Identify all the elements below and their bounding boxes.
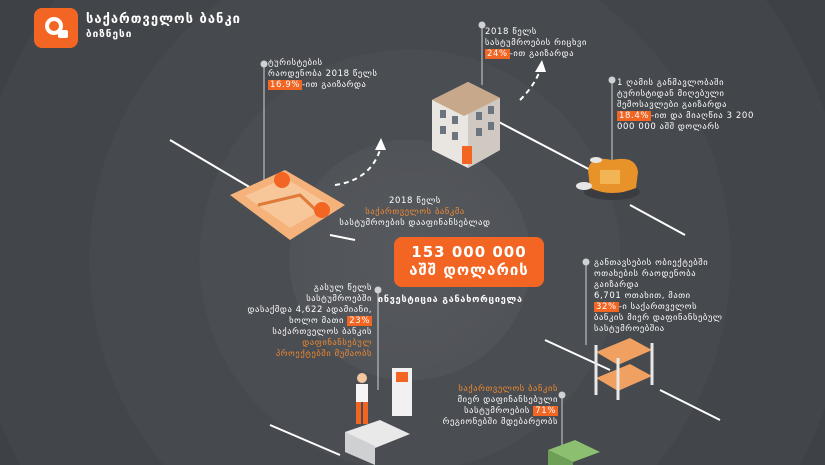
investment-amount: 153 000 000 (411, 243, 527, 261)
hotel-growth-callout: 2018 წელს სასტუმროების რიცხვი 24%-ით გაი… (485, 27, 587, 59)
investment-currency: აშშ დოლარის (409, 261, 529, 279)
tourism-callout: ტურისტების რაოდენობა 2018 წელს 16.9%-ით … (268, 58, 378, 90)
bunk-bed-icon (594, 338, 654, 400)
hotel-building-icon (432, 82, 500, 168)
investment-footer: ინვესტიცია განახორციელა (378, 295, 523, 305)
center-year-label: 2018 წელს (389, 196, 441, 206)
jobs-pct: 23% (347, 316, 372, 326)
spending-pct: 18.4% (617, 111, 652, 121)
rooms-pct: 32% (594, 302, 619, 312)
lion-logo-icon[interactable] (34, 8, 78, 48)
dashed-arrows (334, 69, 541, 186)
hotel-growth-pct: 24% (485, 49, 510, 59)
jobs-callout: გასულ წელს სასტუმროებში დასაქმდა 4,622 ა… (247, 283, 372, 359)
brand-subtitle: ბიზნესი (86, 29, 133, 40)
rooms-callout: განთავსების ობიექტებში ოთახების რაოდენობ… (594, 258, 723, 334)
investment-amount-box: 153 000 000 აშშ დოლარის (394, 237, 544, 287)
brand-title: საქართველოს ბანკი (86, 12, 241, 27)
center-purpose-label: სასტუმროების დააფინანსებლად (339, 218, 491, 228)
regions-pct: 71% (533, 406, 558, 416)
center-bank-label: საქართველოს ბანკმა (365, 207, 465, 217)
lion-glyph (45, 17, 68, 38)
regions-callout: საქართველოს ბანკის მიერ დაფინანსებული სა… (442, 384, 558, 427)
spending-callout: 1 ღამის განმავლობაში ტურისტიდან მიღებული… (617, 78, 754, 132)
money-bag-icon (576, 157, 640, 200)
tourism-pct: 16.9% (268, 80, 303, 90)
cash-stack-icon (548, 440, 600, 465)
person-icon (345, 368, 412, 465)
leader-lines (260, 21, 616, 450)
map-icon (230, 170, 345, 240)
